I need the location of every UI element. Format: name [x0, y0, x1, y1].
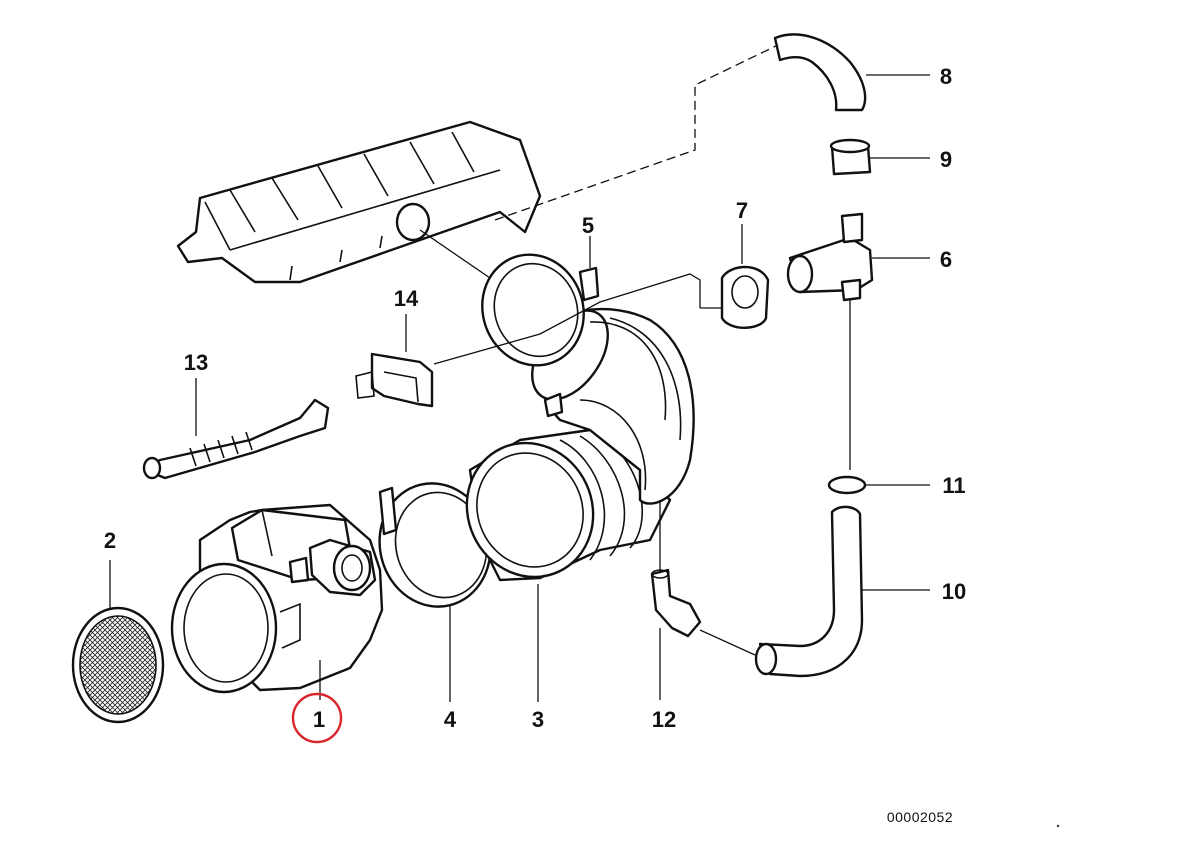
- hose-lower: [754, 505, 864, 678]
- tie-strap: [142, 398, 330, 480]
- callout-3[interactable]: 3: [532, 707, 544, 732]
- callout-11[interactable]: 11: [942, 473, 965, 498]
- callout-2[interactable]: 2: [104, 528, 116, 553]
- drawing-code: 00002052: [887, 809, 953, 825]
- callout-12[interactable]: 12: [652, 707, 676, 732]
- hose-clamp-upper: [481, 253, 600, 367]
- intake-manifold: [176, 120, 542, 284]
- callout-13[interactable]: 13: [184, 350, 208, 375]
- callout-7[interactable]: 7: [736, 198, 748, 223]
- callout-6[interactable]: 6: [940, 247, 952, 272]
- callout-labels: 1 2 3 4 5 6 7 8 9 10 11 12 13 14: [104, 64, 966, 732]
- callout-9[interactable]: 9: [940, 147, 952, 172]
- callout-4[interactable]: 4: [444, 707, 457, 732]
- callout-10[interactable]: 10: [942, 579, 966, 604]
- connector-plug: [355, 352, 434, 408]
- air-filter-screen: [71, 606, 165, 724]
- rubber-boot: [465, 307, 695, 582]
- hose-clamp: [378, 482, 492, 608]
- callout-14[interactable]: 14: [394, 286, 419, 311]
- corner-dot: [1056, 824, 1060, 828]
- hose-clip: [827, 475, 867, 495]
- highlight-circle: [291, 692, 343, 744]
- callout-5[interactable]: 5: [582, 213, 594, 238]
- grommet: [829, 138, 872, 176]
- leader-lines: [109, 44, 930, 702]
- callout-8[interactable]: 8: [940, 64, 952, 89]
- callout-1[interactable]: 1: [313, 707, 325, 732]
- air-mass-meter: [170, 503, 384, 694]
- idle-valve: [786, 212, 874, 302]
- seal-ring: [720, 265, 770, 329]
- hose-upper: [773, 33, 867, 112]
- elbow-fitting: [650, 568, 702, 638]
